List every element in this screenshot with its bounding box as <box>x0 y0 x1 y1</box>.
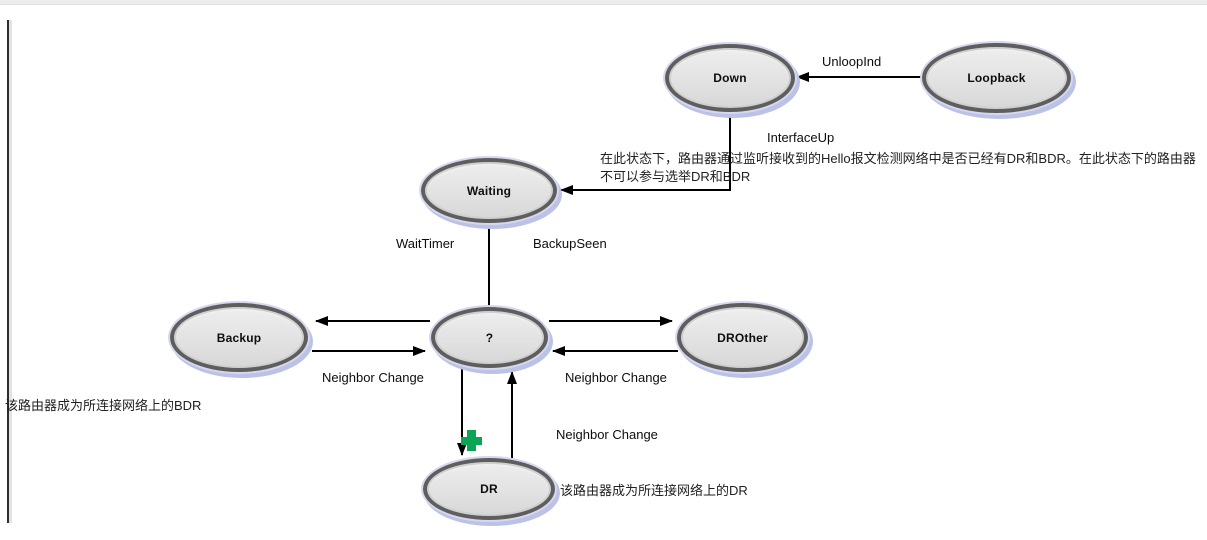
edge-label-neighbor-change-left: Neighbor Change <box>322 370 424 385</box>
state-node-loopback-label: Loopback <box>967 71 1026 85</box>
state-node-drother: DROther <box>677 303 808 372</box>
page-left-border-shadow <box>9 20 12 523</box>
edge-label-waittimer: WaitTimer <box>396 236 455 251</box>
state-node-down: Down <box>665 44 795 112</box>
state-node-drother-label: DROther <box>717 330 768 345</box>
state-node-unknown: ? <box>431 307 548 368</box>
state-node-backup: Backup <box>170 303 308 372</box>
edge-label-backupseen: BackupSeen <box>533 236 607 251</box>
green-plus-icon <box>461 430 482 451</box>
top-divider <box>0 0 1207 5</box>
page-left-border <box>7 20 9 523</box>
edge-label-interfaceup: InterfaceUp <box>767 130 835 145</box>
dr-note: 该路由器成为所连接网络上的DR <box>560 483 748 498</box>
waiting-state-note: 在此状态下，路由器通过监听接收到的Hello报文检测网络中是否已经有DR和BDR… <box>600 150 1196 186</box>
bdr-note: 该路由器成为所连接网络上的BDR <box>5 398 202 413</box>
waiting-state-note-line1: 在此状态下，路由器通过监听接收到的Hello报文检测网络中是否已经有DR和BDR… <box>600 151 1196 166</box>
state-node-down-label: Down <box>713 71 747 85</box>
state-node-backup-label: Backup <box>216 330 262 345</box>
state-node-unknown-label: ? <box>485 330 494 345</box>
edge-label-unloopind: UnloopInd <box>822 54 882 69</box>
edge-label-neighbor-change-right: Neighbor Change <box>565 370 667 385</box>
state-node-waiting: Waiting <box>421 158 557 223</box>
state-node-dr-label: DR <box>480 482 498 496</box>
edge-label-neighbor-change-bottom: Neighbor Change <box>556 427 658 442</box>
state-node-waiting-label: Waiting <box>466 183 512 198</box>
state-node-loopback: Loopback <box>922 43 1071 113</box>
waiting-state-note-line2: 不可以参与选举DR和BDR <box>600 169 751 184</box>
edge-down-to-waiting <box>560 112 731 195</box>
state-node-dr: DR <box>423 458 555 520</box>
